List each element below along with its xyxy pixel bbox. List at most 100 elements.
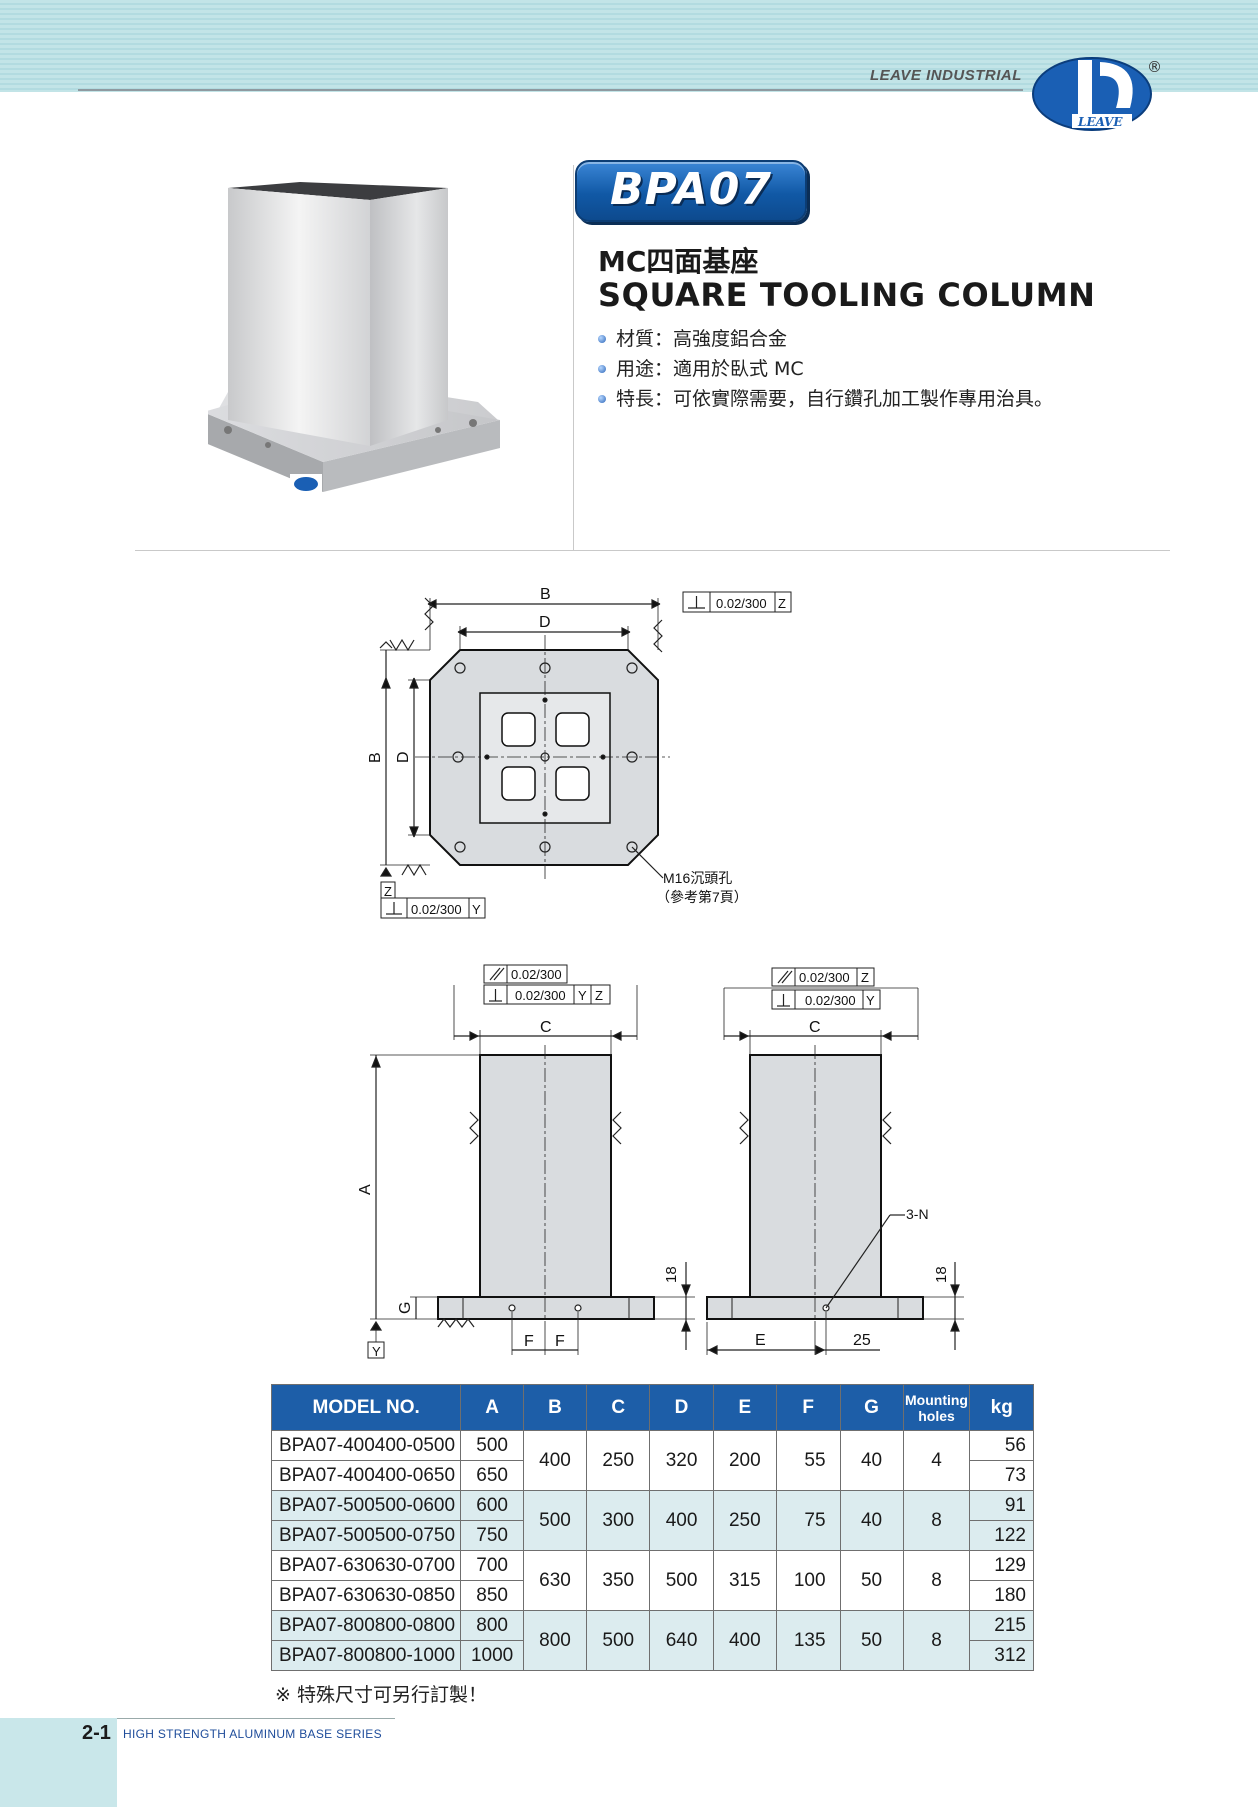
model-badge: BPA07 xyxy=(575,160,807,222)
svg-text:25: 25 xyxy=(853,1332,871,1349)
svg-text:3-N: 3-N xyxy=(906,1206,929,1222)
cell-a: 650 xyxy=(460,1460,524,1491)
cell-holes: 8 xyxy=(902,1490,971,1551)
cell-a: 750 xyxy=(460,1520,524,1551)
cell-f: 135 xyxy=(775,1610,841,1671)
cell-a: 500 xyxy=(460,1430,524,1461)
header-mounting-holes: Mounting holes xyxy=(902,1384,971,1431)
cell-kg: 129 xyxy=(969,1550,1034,1581)
svg-text:LEAVE: LEAVE xyxy=(1077,115,1123,129)
svg-text:B: B xyxy=(540,586,551,603)
cell-e: 315 xyxy=(712,1550,777,1611)
cell-a: 600 xyxy=(460,1490,524,1521)
cell-g: 50 xyxy=(839,1550,904,1611)
cell-c: 500 xyxy=(586,1610,651,1671)
cell-d: 320 xyxy=(649,1430,714,1491)
table-row: BPA07-630630-0850 850 180 xyxy=(270,1580,1034,1611)
svg-text:®: ® xyxy=(1147,58,1162,76)
svg-text:C: C xyxy=(809,1019,821,1036)
svg-text:Z: Z xyxy=(861,970,869,985)
svg-text:0.02/300: 0.02/300 xyxy=(411,902,462,917)
footer-rule xyxy=(0,1718,395,1719)
horizontal-divider xyxy=(135,550,1170,551)
svg-text:18: 18 xyxy=(933,1266,950,1283)
cell-model: BPA07-500500-0750 xyxy=(270,1520,462,1551)
cell-b: 630 xyxy=(522,1550,588,1611)
svg-text:D: D xyxy=(539,614,551,631)
spec-list: 材質：高強度鋁合金 用途：適用於臥式 MC 特長：可依實際需要，自行鑽孔加工製作… xyxy=(598,324,1053,414)
svg-text:E: E xyxy=(755,1332,766,1349)
cell-model: BPA07-800800-1000 xyxy=(270,1640,462,1671)
header-f: F xyxy=(775,1384,841,1431)
header-kg: kg xyxy=(969,1384,1034,1431)
spec-table: MODEL NO. A B C D E F G Mounting holes k… xyxy=(270,1384,1034,1671)
table-row: BPA07-400400-0500 500 400 250 320 200 55… xyxy=(270,1430,1034,1491)
cell-kg: 122 xyxy=(969,1520,1034,1551)
cell-a: 1000 xyxy=(460,1640,524,1671)
header-a: A xyxy=(460,1384,524,1431)
cell-b: 500 xyxy=(522,1490,588,1551)
cell-model: BPA07-500500-0600 xyxy=(270,1490,462,1521)
spec-material: 材質：高強度鋁合金 xyxy=(598,324,1053,354)
cell-model: BPA07-400400-0500 xyxy=(270,1430,462,1461)
svg-text:0.02/300: 0.02/300 xyxy=(515,988,566,1003)
header-d: D xyxy=(649,1384,714,1431)
svg-text:Z: Z xyxy=(778,596,786,611)
table-row: BPA07-400400-0650 650 73 xyxy=(270,1460,1034,1491)
table-row: BPA07-630630-0700 700 630 350 500 315 10… xyxy=(270,1550,1034,1611)
cell-f: 55 xyxy=(775,1430,841,1491)
cell-d: 500 xyxy=(649,1550,714,1611)
cell-c: 250 xyxy=(586,1430,651,1491)
cell-e: 400 xyxy=(712,1610,777,1671)
cell-kg: 73 xyxy=(969,1460,1034,1491)
cell-b: 800 xyxy=(522,1610,588,1671)
svg-text:0.02/300: 0.02/300 xyxy=(716,596,767,611)
title-chinese: MC四面基座 xyxy=(598,245,759,278)
cell-holes: 8 xyxy=(902,1550,971,1611)
cell-f: 100 xyxy=(775,1550,841,1611)
vertical-divider xyxy=(573,165,574,550)
footer-strip xyxy=(0,1718,117,1807)
cell-model: BPA07-800800-0800 xyxy=(270,1610,462,1641)
svg-text:18: 18 xyxy=(663,1266,680,1283)
cell-g: 40 xyxy=(839,1490,904,1551)
svg-text:0.02/300: 0.02/300 xyxy=(799,970,850,985)
svg-text:Y: Y xyxy=(578,988,587,1003)
header-b: B xyxy=(522,1384,588,1431)
technical-drawing: B D B D 0.02/300 Z M16沉頭孔 （參考第7頁） Z 0.02… xyxy=(357,586,964,1359)
cell-model: BPA07-630630-0700 xyxy=(270,1550,462,1581)
cell-kg: 312 xyxy=(969,1640,1034,1671)
cell-c: 350 xyxy=(586,1550,651,1611)
model-code: BPA07 xyxy=(609,164,773,215)
cell-g: 50 xyxy=(839,1610,904,1671)
svg-text:B: B xyxy=(367,752,384,763)
table-row: BPA07-800800-0800 800 800 500 640 400 13… xyxy=(270,1610,1034,1671)
svg-text:Y: Y xyxy=(472,902,481,917)
cell-g: 40 xyxy=(839,1430,904,1491)
cell-holes: 8 xyxy=(902,1610,971,1671)
page-number: 2-1 xyxy=(82,1722,111,1744)
cell-model: BPA07-630630-0850 xyxy=(270,1580,462,1611)
header-rule xyxy=(78,89,1023,91)
cell-c: 300 xyxy=(586,1490,651,1551)
svg-text:0.02/300: 0.02/300 xyxy=(511,967,562,982)
header-model: MODEL NO. xyxy=(270,1384,462,1431)
cell-kg: 180 xyxy=(969,1580,1034,1611)
cell-b: 400 xyxy=(522,1430,588,1491)
cell-a: 850 xyxy=(460,1580,524,1611)
svg-text:Y: Y xyxy=(866,993,875,1008)
cell-e: 200 xyxy=(712,1430,777,1491)
series-name: HIGH STRENGTH ALUMINUM BASE SERIES xyxy=(123,1727,382,1741)
svg-text:Y: Y xyxy=(372,1344,381,1359)
cell-f: 75 xyxy=(775,1490,841,1551)
cell-kg: 56 xyxy=(969,1430,1034,1461)
cell-kg: 91 xyxy=(969,1490,1034,1521)
cell-holes: 4 xyxy=(902,1430,971,1491)
svg-text:F: F xyxy=(524,1333,534,1350)
title-english: SQUARE TOOLING COLUMN xyxy=(598,276,1096,314)
spec-feature: 特長：可依實際需要，自行鑽孔加工製作專用治具。 xyxy=(598,384,1053,414)
svg-text:D: D xyxy=(395,751,412,763)
cell-d: 640 xyxy=(649,1610,714,1671)
spec-usage: 用途：適用於臥式 MC xyxy=(598,354,1053,384)
svg-text:G: G xyxy=(397,1302,414,1314)
